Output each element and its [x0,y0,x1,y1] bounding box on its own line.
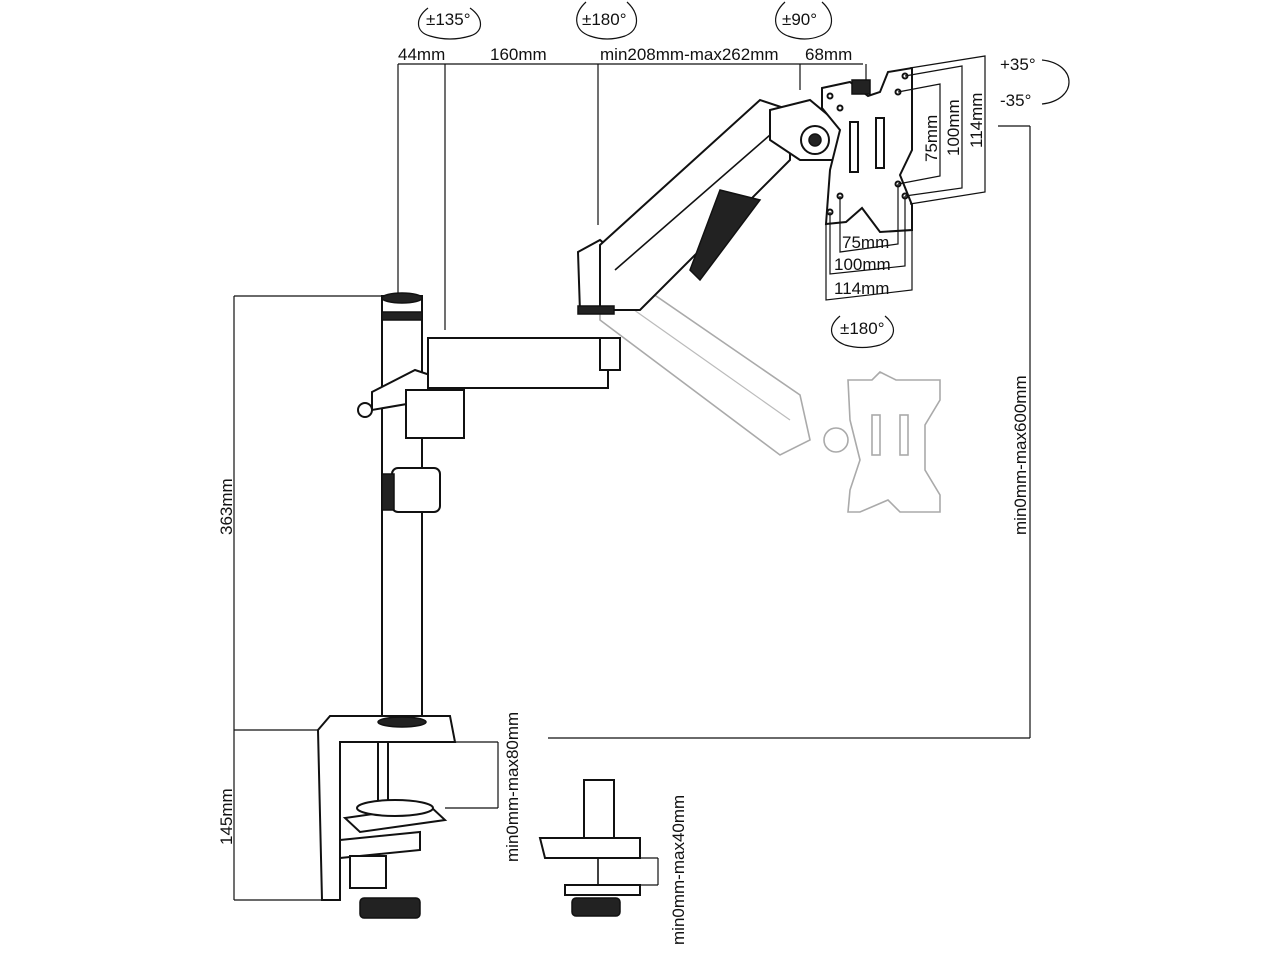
dim-44mm: 44mm [398,45,445,64]
tilt-head [769,98,841,161]
svg-text:min0mm-max600mm: min0mm-max600mm [1011,375,1030,535]
pole-height-dimension: 363mm 145mm [217,295,382,901]
svg-text:min0mm-max80mm: min0mm-max80mm [503,712,522,862]
tilt-indicator: +35° -35° [998,55,1070,127]
svg-text:100mm: 100mm [944,99,963,156]
dim-min208-max262: min208mm-max262mm [600,45,779,64]
rotation-badge-arm-mid: ±180° [576,1,638,40]
dim-160mm: 160mm [490,45,547,64]
dim-68mm: 68mm [805,45,852,64]
svg-text:-35°: -35° [1000,91,1031,110]
ghost-arm-lowered [599,284,941,513]
svg-text:±180°: ±180° [840,319,885,338]
height-range-dimension: min0mm-max600mm [548,126,1031,739]
svg-text:+35°: +35° [1000,55,1036,74]
svg-text:min0mm-max40mm: min0mm-max40mm [669,795,688,945]
svg-text:114mm: 114mm [834,279,889,298]
arm-segment-2 [576,98,791,315]
svg-text:100mm: 100mm [834,255,891,274]
desk-clamp: min0mm-max80mm [316,712,522,919]
svg-text:±90°: ±90° [782,10,817,29]
svg-text:145mm: 145mm [217,788,236,845]
vesa-vertical-dims: 75mm 100mm 114mm [897,55,986,205]
vesa-horizontal-dims: 75mm 100mm 114mm [825,184,913,301]
svg-text:±135°: ±135° [426,10,471,29]
rotation-badge-plate: ±180° [831,315,894,349]
rotation-badge-arm-base: ±135° [417,7,482,40]
svg-text:114mm: 114mm [967,93,986,148]
pole [381,292,441,721]
svg-text:75mm: 75mm [842,233,889,252]
grommet-mount: min0mm-max40mm [538,779,688,945]
arm-segment-1 [357,337,621,439]
top-dimension-line: 44mm 160mm min208mm-max262mm 68mm [397,45,867,330]
svg-text:75mm: 75mm [922,115,941,162]
svg-text:±180°: ±180° [582,10,627,29]
rotation-badge-head-swivel: ±90° [775,1,833,40]
vesa-plate [821,66,913,234]
svg-text:363mm: 363mm [217,478,236,535]
